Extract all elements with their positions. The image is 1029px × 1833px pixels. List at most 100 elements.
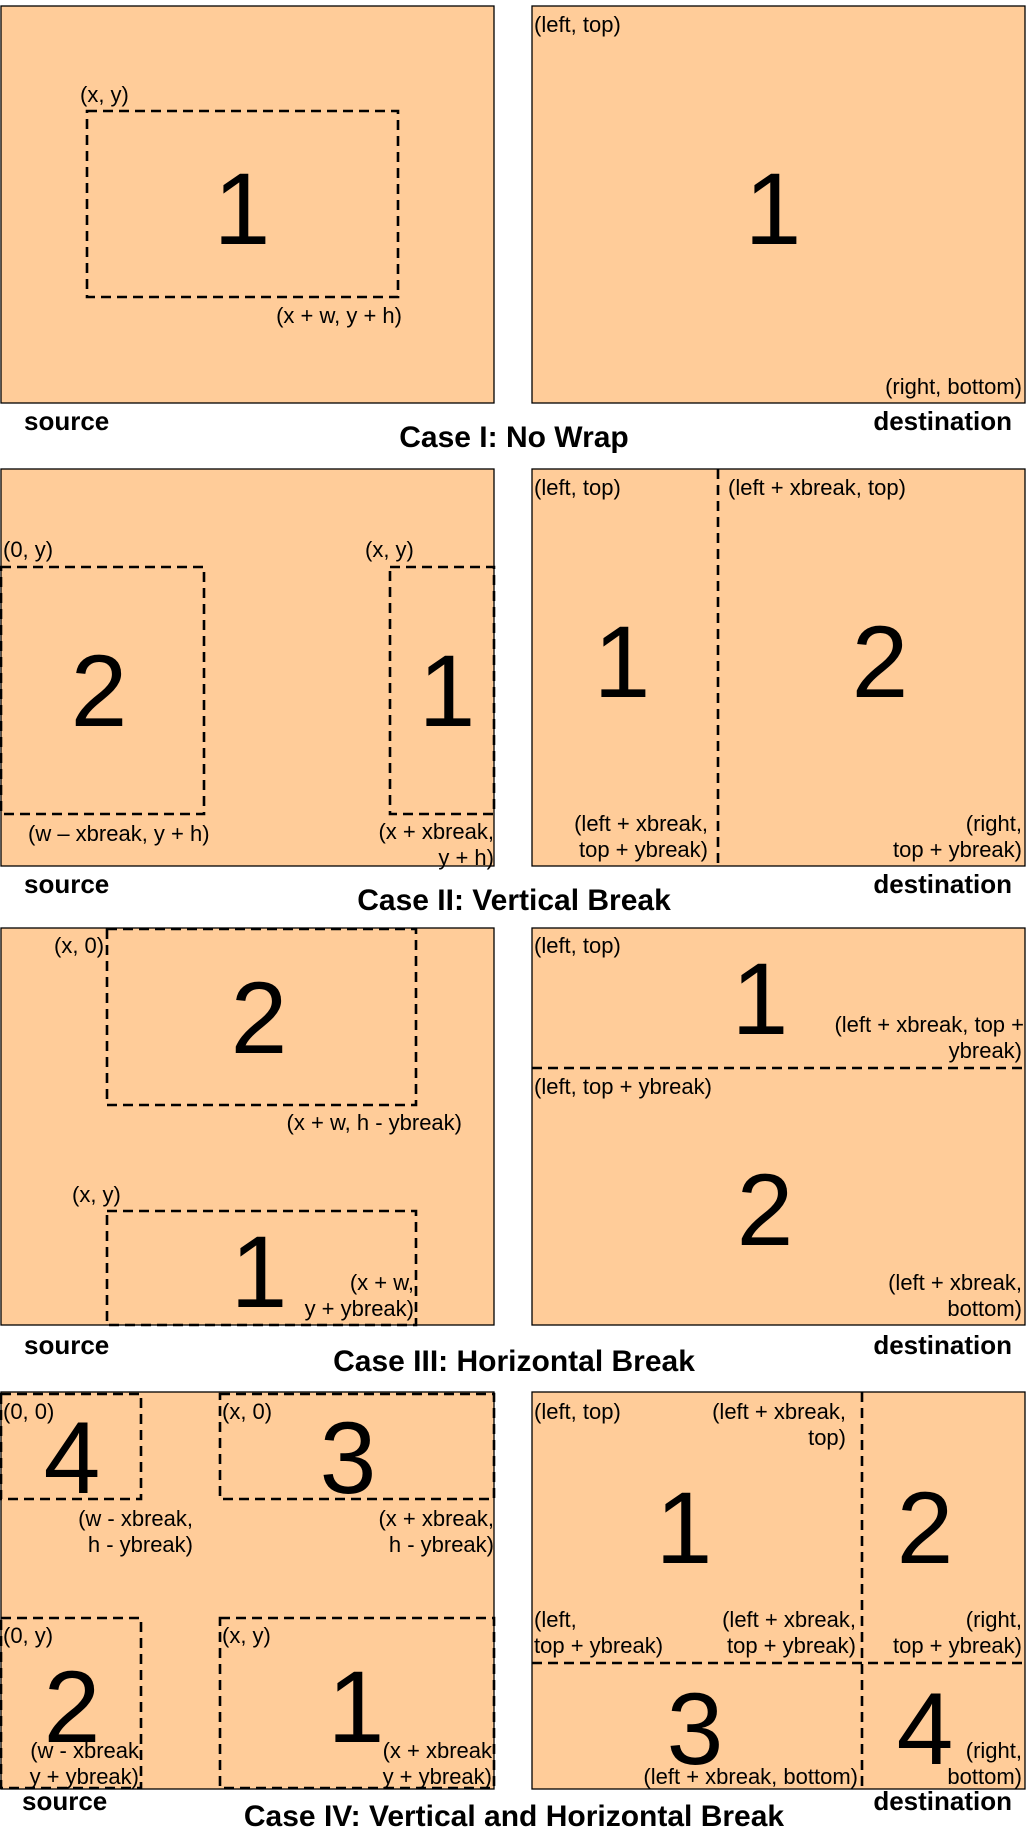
case-4-destination-label-extra-4b: bottom) <box>947 1764 1022 1789</box>
case-4-source-label-top-1: (x, y) <box>222 1623 271 1648</box>
case-1-destination-number-1: 1 <box>745 152 802 266</box>
case-2-destination-label-bottom-1b: top + ybreak) <box>579 837 708 862</box>
case-1-source-label-bottom-1: (x + w, y + h) <box>276 303 402 328</box>
case-2-source-label: source <box>24 869 109 899</box>
case-4-source-label-bottom-2a: (w - xbreak <box>30 1738 140 1763</box>
case-3-destination-number-1: 1 <box>732 942 789 1056</box>
case-1: 1 (x, y) (x + w, y + h) 1 (left, top) (r… <box>0 5 1026 454</box>
case-4-destination-label-bottom-1a: (left, <box>534 1607 577 1632</box>
case-2: 2 1 (0, y) (x, y) (w – xbreak, y + h) (x… <box>0 468 1026 917</box>
case-1-source-label-top-1: (x, y) <box>80 82 129 107</box>
case-3-destination-panel <box>531 927 1026 1326</box>
case-2-destination-panel <box>531 468 1026 867</box>
case-3-source-number-2: 2 <box>231 961 288 1075</box>
case-2-destination-label-bottom-2a: (right, <box>966 811 1022 836</box>
case-3-destination-label-bottom-1a: (left + xbreak, top + <box>834 1012 1024 1037</box>
case-4-source-label-bottom-4b: h - ybreak) <box>88 1532 193 1557</box>
case-3-source-region-1 <box>105 1209 418 1327</box>
case-4-destination-label-top-2a: (left + xbreak, <box>712 1399 846 1424</box>
case-4-source-label-bottom-1b: y + ybreak) <box>383 1764 492 1789</box>
case-3-source-label-top-1: (x, y) <box>72 1182 121 1207</box>
case-3-destination-label-bottom-2b: bottom) <box>947 1296 1022 1321</box>
case-3-source-label: source <box>24 1330 109 1360</box>
case-4-destination-label-bottom-4a: (right, <box>966 1607 1022 1632</box>
case-4-destination-label-bottom-1b: top + ybreak) <box>534 1633 663 1658</box>
case-3: 2 1 (x, 0) (x, y) (x + w, h - ybreak) (x… <box>0 927 1026 1378</box>
case-4-destination-label-top-1: (left, top) <box>534 1399 621 1424</box>
case-4: 4 3 2 1 (0, 0) (x, 0) (0, y) (x, y) (w -… <box>0 1391 1026 1833</box>
case-4-source-label-top-3: (x, 0) <box>222 1399 272 1424</box>
case-4-source-region-1 <box>218 1616 496 1790</box>
case-4-source-label-bottom-2b: y + ybreak) <box>30 1764 139 1789</box>
case-4-source-label: source <box>22 1786 107 1816</box>
case-4-source-label-top-2: (0, y) <box>3 1623 53 1648</box>
case-3-source-region-2 <box>105 927 418 1107</box>
case-3-source-label-bottom-1b: y + ybreak) <box>305 1296 414 1321</box>
case-4-destination-label-bottom-2a: (left + xbreak, <box>722 1607 856 1632</box>
case-4-destination-label-bottom-2b: top + ybreak) <box>727 1633 856 1658</box>
case-3-source-label-top-2: (x, 0) <box>54 933 104 958</box>
case-4-source-label-bottom-3b: h - ybreak) <box>389 1532 494 1557</box>
case-1-destination-label-bottom-1: (right, bottom) <box>885 374 1022 399</box>
case-1-destination-panel <box>531 5 1026 404</box>
case-4-destination-label-top-2b: top) <box>808 1425 846 1450</box>
case-4-source-number-3: 3 <box>320 1401 377 1515</box>
case-4-source-number-4: 4 <box>44 1401 101 1515</box>
case-2-destination-label: destination <box>873 869 1012 899</box>
case-3-destination-label-top-2: (left, top + ybreak) <box>534 1074 712 1099</box>
case-4-source-region-2 <box>0 1616 143 1790</box>
case-4-destination-label: destination <box>873 1786 1012 1816</box>
case-4-destination-panel <box>531 1391 1026 1790</box>
case-4-destination-number-3: 3 <box>667 1672 724 1786</box>
case-4-source-panel <box>0 1391 495 1790</box>
case-4-destination-number-4: 4 <box>897 1672 954 1786</box>
case-4-destination-label-extra-4a: (right, <box>966 1738 1022 1763</box>
case-2-source-number-2: 2 <box>71 634 128 748</box>
case-3-source-panel <box>0 927 495 1326</box>
case-4-title: Case IV: Vertical and Horizontal Break <box>244 1800 785 1833</box>
case-1-destination-label: destination <box>873 406 1012 436</box>
case-1-title: Case I: No Wrap <box>399 421 629 454</box>
case-3-source-label-bottom-1a: (x + w, <box>350 1270 414 1295</box>
case-3-title: Case III: Horizontal Break <box>333 1345 695 1378</box>
case-4-destination-number-1: 1 <box>656 1471 713 1585</box>
case-1-source-panel <box>0 5 495 404</box>
case-2-destination-number-2: 2 <box>852 605 909 719</box>
case-2-source-panel <box>0 468 495 867</box>
case-2-destination-label-bottom-1a: (left + xbreak, <box>574 811 708 836</box>
case-4-destination-label-bottom-4b: top + ybreak) <box>893 1633 1022 1658</box>
case-2-source-label-bottom-1a: (x + xbreak, <box>378 819 494 844</box>
case-3-destination-number-2: 2 <box>737 1153 794 1267</box>
case-2-destination-label-top-1: (left, top) <box>534 475 621 500</box>
case-3-destination-label-bottom-2a: (left + xbreak, <box>888 1270 1022 1295</box>
case-4-source-region-4 <box>0 1392 143 1501</box>
case-3-source-number-1: 1 <box>231 1215 288 1329</box>
case-1-source-region-1 <box>85 109 400 299</box>
case-2-source-number-1: 1 <box>419 634 476 748</box>
case-4-source-label-bottom-3a: (x + xbreak, <box>378 1506 494 1531</box>
case-1-source-number-1: 1 <box>214 152 271 266</box>
case-2-source-label-top-1: (x, y) <box>365 537 414 562</box>
case-2-destination-label-top-2: (left + xbreak, top) <box>728 475 906 500</box>
case-2-source-region-2 <box>0 565 206 816</box>
case-4-source-label-bottom-1a: (x + xbreak <box>383 1738 493 1763</box>
case-4-source-number-2: 2 <box>44 1650 101 1764</box>
case-2-source-label-top-2: (0, y) <box>3 537 53 562</box>
case-4-destination-number-2: 2 <box>897 1471 954 1585</box>
case-1-destination-label-top-1: (left, top) <box>534 12 621 37</box>
case-4-destination-label-bottom-3: (left + xbreak, bottom) <box>643 1764 858 1789</box>
case-1-source-label: source <box>24 406 109 436</box>
case-2-source-region-1 <box>388 565 496 816</box>
case-3-destination-label: destination <box>873 1330 1012 1360</box>
case-3-source-label-bottom-2: (x + w, h - ybreak) <box>287 1110 462 1135</box>
case-4-source-region-3 <box>218 1392 496 1501</box>
case-2-source-label-bottom-2: (w – xbreak, y + h) <box>28 821 210 846</box>
case-4-source-label-top-4: (0, 0) <box>3 1399 54 1424</box>
case-2-source-label-bottom-1b: y + h) <box>438 845 494 870</box>
case-4-source-label-bottom-4a: (w - xbreak, <box>78 1506 193 1531</box>
case-3-destination-label-top-1: (left, top) <box>534 933 621 958</box>
case-2-destination-number-1: 1 <box>594 605 651 719</box>
case-2-destination-label-bottom-2b: top + ybreak) <box>893 837 1022 862</box>
case-4-source-number-1: 1 <box>328 1650 385 1764</box>
